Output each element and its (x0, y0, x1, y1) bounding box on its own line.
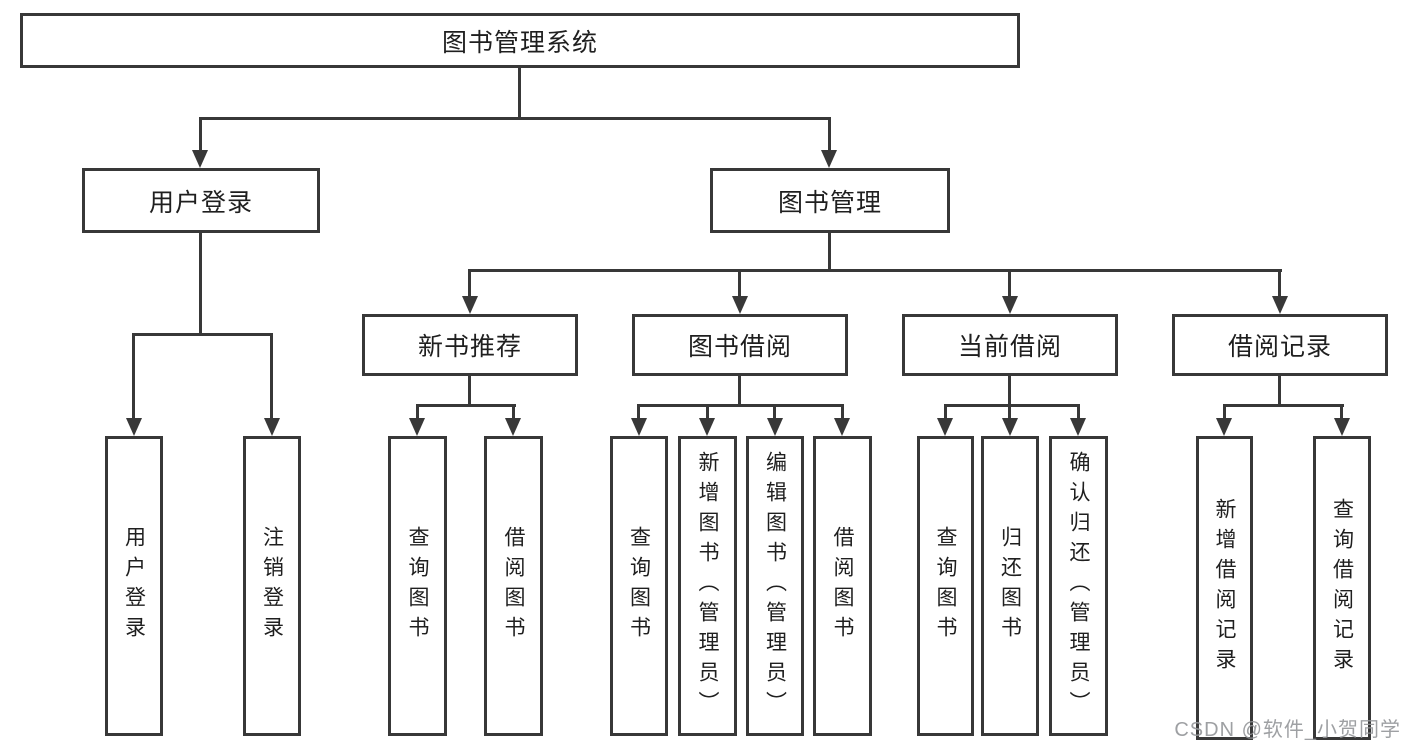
connector-line (1223, 404, 1226, 420)
connector-line (841, 404, 844, 420)
leaf-edit-books-admin-label: 编辑图书（管理员） (763, 451, 787, 721)
connector-line (637, 404, 844, 407)
connector-line (738, 376, 741, 407)
leaf-query-borrow-record-label: 查询借阅记录 (1330, 498, 1354, 678)
connector-line (1008, 404, 1011, 420)
connector-line (637, 404, 640, 420)
arrow-down-icon (505, 418, 521, 436)
connector-line (416, 404, 419, 420)
connector-line (132, 333, 135, 420)
connector-line (1008, 376, 1011, 407)
connector-line (773, 404, 776, 420)
arrow-down-icon (732, 296, 748, 314)
connector-line (468, 376, 471, 407)
connector-line (199, 233, 202, 335)
leaf-logout: 注销登录 (243, 436, 301, 736)
connector-line (199, 117, 202, 152)
connector-line (944, 404, 947, 420)
connector-line (518, 68, 521, 119)
connector-line (828, 233, 831, 272)
arrow-down-icon (1334, 418, 1350, 436)
leaf-borrow-books-1-label: 借阅图书 (502, 526, 525, 646)
connector-line (738, 269, 741, 299)
leaf-query-borrow-record: 查询借阅记录 (1313, 436, 1371, 740)
leaf-query-books-1: 查询图书 (388, 436, 447, 736)
arrow-down-icon (264, 418, 280, 436)
leaf-query-books-2-label: 查询图书 (627, 526, 651, 646)
connector-line (944, 404, 1080, 407)
connector-line (416, 404, 516, 407)
connector-line (199, 117, 831, 120)
leaf-edit-books-admin: 编辑图书（管理员） (746, 436, 804, 736)
connector-line (828, 117, 831, 152)
leaf-return-books-label: 归还图书 (998, 526, 1022, 646)
connector-line (1278, 269, 1281, 299)
node-book-borrowing: 图书借阅 (632, 314, 848, 376)
leaf-query-books-3: 查询图书 (917, 436, 974, 736)
leaf-confirm-return-admin: 确认归还（管理员） (1049, 436, 1108, 736)
arrow-down-icon (834, 418, 850, 436)
arrow-down-icon (699, 418, 715, 436)
leaf-user-login: 用户登录 (105, 436, 163, 736)
connector-line (512, 404, 515, 420)
arrow-down-icon (1070, 418, 1086, 436)
node-user-login: 用户登录 (82, 168, 320, 233)
leaf-confirm-return-admin-label: 确认归还（管理员） (1067, 451, 1090, 721)
connector-line (1077, 404, 1080, 420)
arrow-down-icon (1002, 296, 1018, 314)
leaf-query-books-3-label: 查询图书 (934, 526, 957, 646)
connector-line (132, 333, 273, 336)
arrow-down-icon (409, 418, 425, 436)
connector-line (1340, 404, 1343, 420)
leaf-add-borrow-record-label: 新增借阅记录 (1213, 498, 1236, 678)
leaf-add-borrow-record: 新增借阅记录 (1196, 436, 1253, 740)
csdn-watermark: CSDN @软件_小贺同学 (1174, 719, 1401, 741)
arrow-down-icon (937, 418, 953, 436)
connector-line (468, 269, 1282, 272)
arrow-down-icon (192, 150, 208, 168)
connector-line (706, 404, 709, 420)
node-book-management: 图书管理 (710, 168, 950, 233)
connector-line (270, 333, 273, 420)
arrow-down-icon (1272, 296, 1288, 314)
node-library-management-system: 图书管理系统 (20, 13, 1020, 68)
leaf-query-books-2: 查询图书 (610, 436, 668, 736)
arrow-down-icon (1002, 418, 1018, 436)
connector-line (1008, 269, 1011, 299)
arrow-down-icon (462, 296, 478, 314)
arrow-down-icon (767, 418, 783, 436)
leaf-add-books-admin: 新增图书（管理员） (678, 436, 737, 736)
leaf-user-login-label: 用户登录 (122, 526, 146, 646)
leaf-borrow-books-2-label: 借阅图书 (831, 526, 854, 646)
node-current-borrowing: 当前借阅 (902, 314, 1118, 376)
connector-line (468, 269, 471, 299)
connector-line (1278, 376, 1281, 407)
leaf-logout-label: 注销登录 (260, 526, 284, 646)
arrow-down-icon (821, 150, 837, 168)
arrow-down-icon (126, 418, 142, 436)
leaf-add-books-admin-label: 新增图书（管理员） (696, 451, 719, 721)
leaf-return-books: 归还图书 (981, 436, 1039, 736)
connector-line (1223, 404, 1344, 407)
leaf-borrow-books-1: 借阅图书 (484, 436, 543, 736)
leaf-query-books-1-label: 查询图书 (406, 526, 429, 646)
arrow-down-icon (1216, 418, 1232, 436)
leaf-borrow-books-2: 借阅图书 (813, 436, 872, 736)
node-new-book-recommendation: 新书推荐 (362, 314, 578, 376)
arrow-down-icon (631, 418, 647, 436)
node-borrowing-records: 借阅记录 (1172, 314, 1388, 376)
